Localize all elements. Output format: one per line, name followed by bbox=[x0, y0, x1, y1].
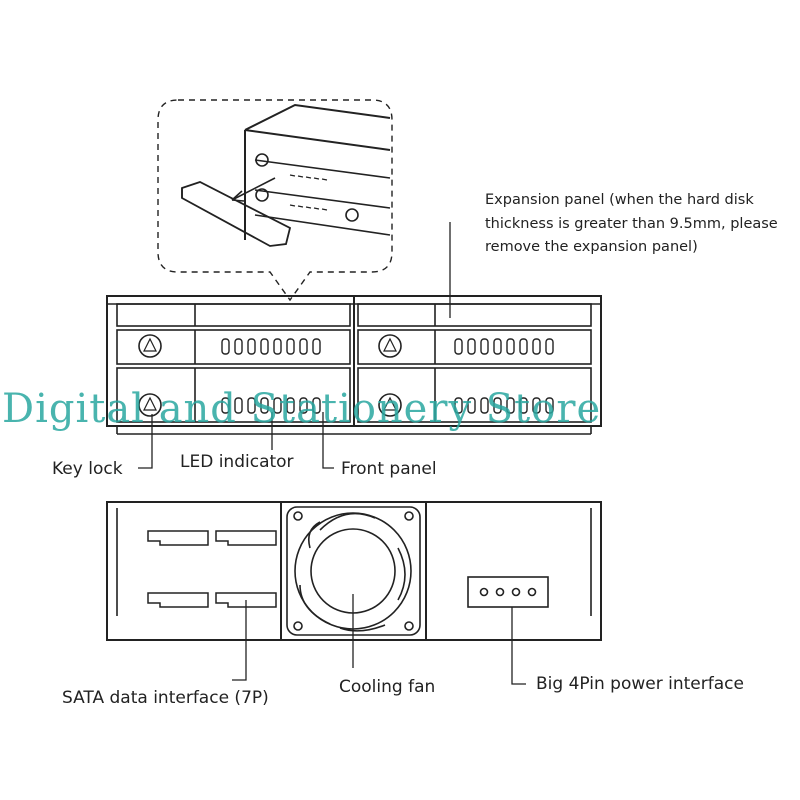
key-lock-label: Key lock bbox=[52, 459, 123, 479]
cooling-fan-label: Cooling fan bbox=[339, 677, 435, 697]
key-lock-icon bbox=[378, 393, 402, 417]
key-lock-icon bbox=[138, 334, 162, 358]
key-lock-icon bbox=[138, 393, 162, 417]
watermark-text: Digital and Stationery Store bbox=[2, 386, 601, 432]
leader-lines-rear bbox=[232, 594, 526, 685]
expansion-panel-label-line1: Expansion panel (when the hard disk bbox=[485, 192, 754, 208]
sata-data-interface-label: SATA data interface (7P) bbox=[62, 688, 269, 708]
front-panel-label: Front panel bbox=[341, 459, 437, 479]
expansion-panel-label-line3: remove the expansion panel) bbox=[485, 239, 698, 255]
rear-panel bbox=[106, 501, 602, 641]
sata-connector-icon bbox=[147, 530, 277, 608]
leader-lines-front bbox=[138, 222, 451, 469]
led-indicator-row bbox=[221, 338, 554, 414]
led-indicator-label: LED indicator bbox=[180, 452, 294, 472]
zoom-inset bbox=[157, 99, 393, 302]
power-interface-label: Big 4Pin power interface bbox=[536, 674, 744, 694]
power-connector-icon bbox=[467, 576, 549, 608]
front-panel bbox=[106, 295, 602, 435]
key-lock-icon bbox=[378, 334, 402, 358]
expansion-panel-label-line2: thickness is greater than 9.5mm, please bbox=[485, 216, 778, 232]
